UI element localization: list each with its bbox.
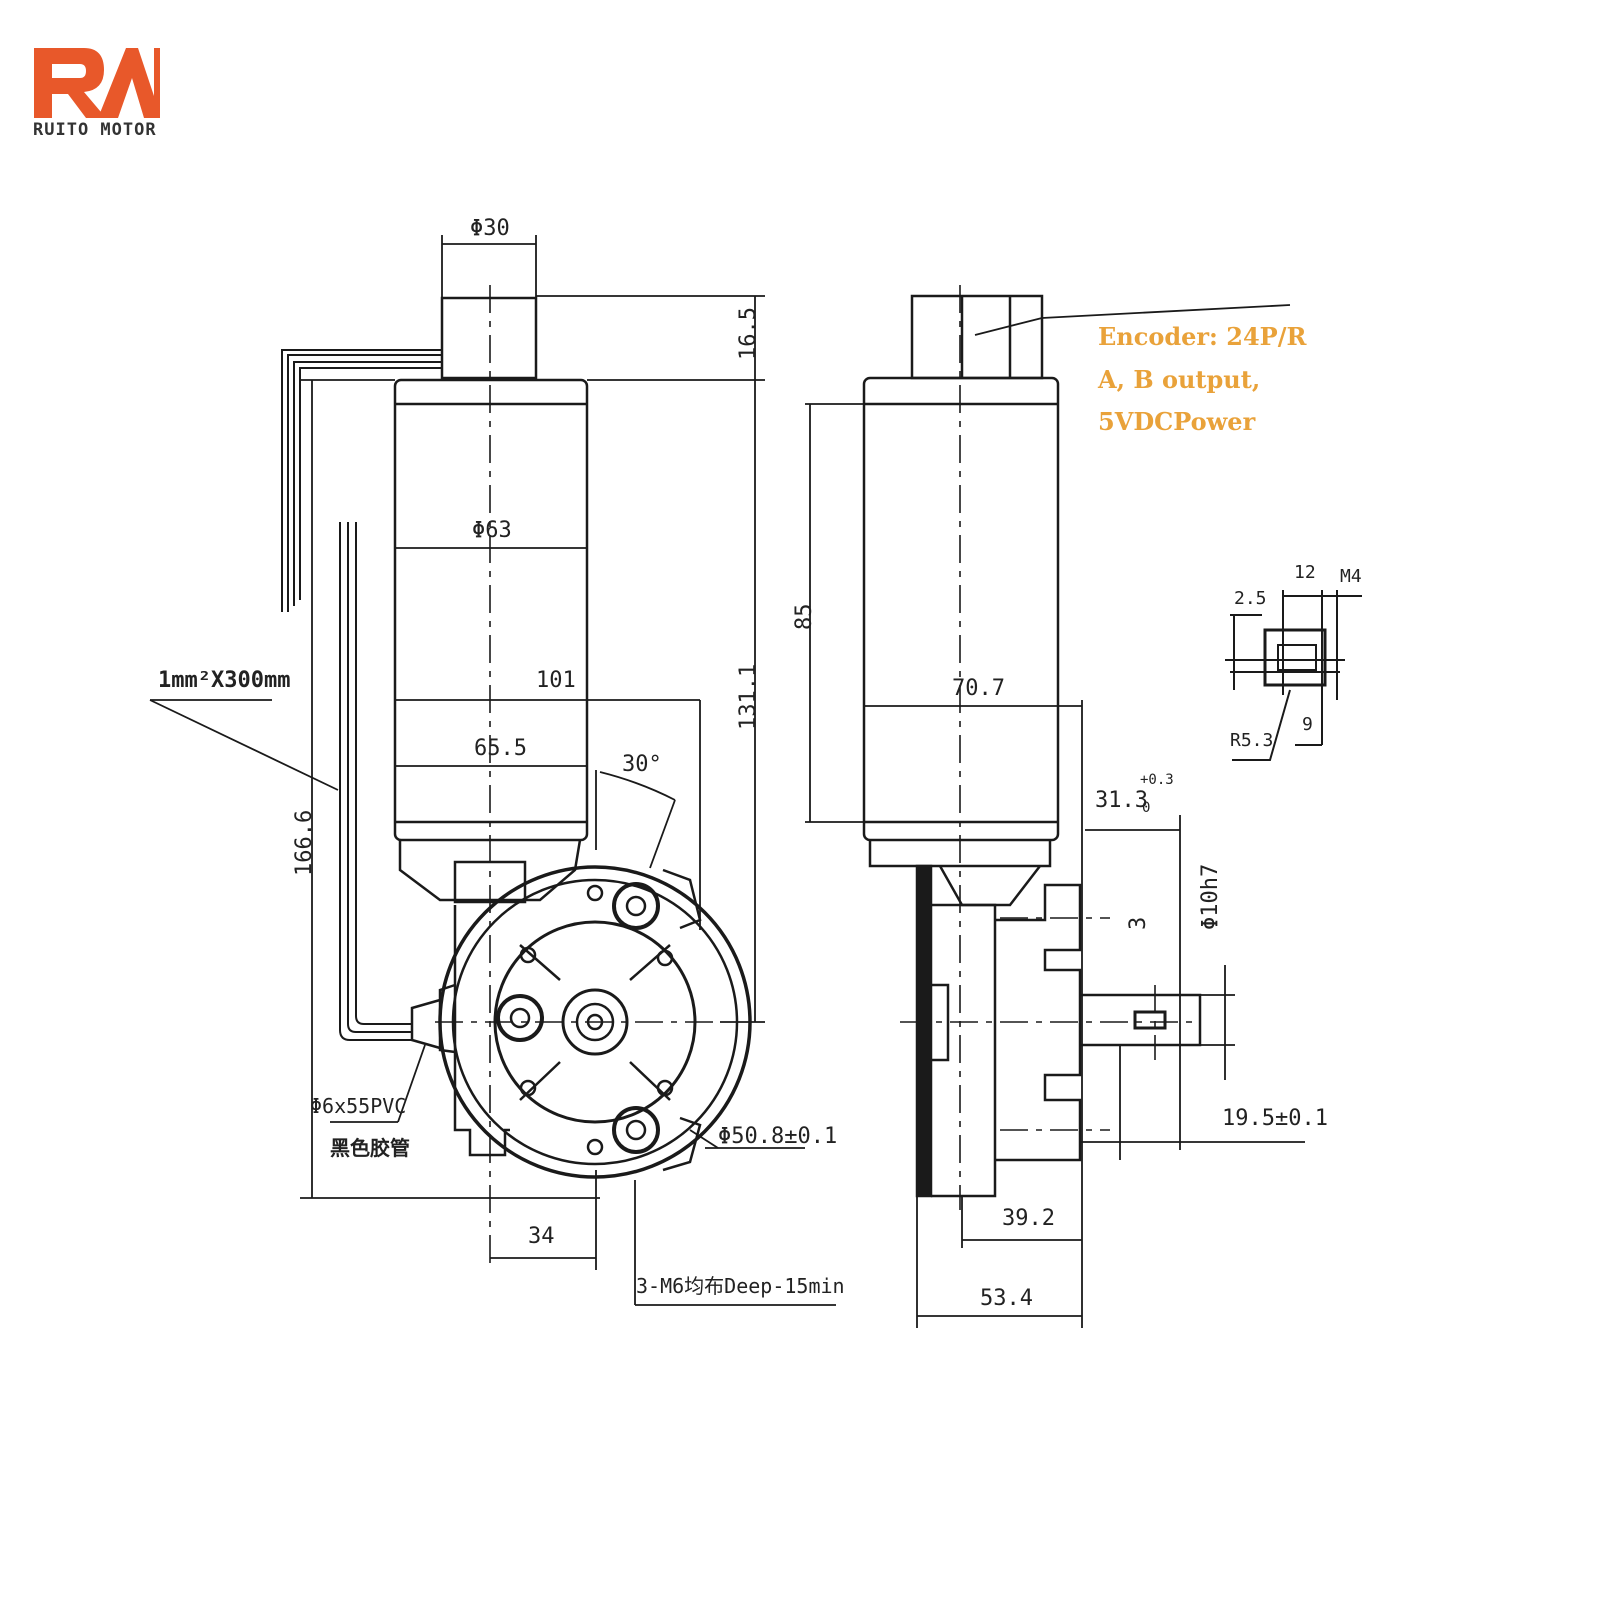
cable-note-label: 黑色胶管 (330, 1136, 410, 1160)
dim-motor-dia: Φ63 (472, 518, 512, 543)
lead-wires-left (281, 349, 442, 1041)
right-view (862, 294, 1202, 1198)
dim-detail-r5-3: R5.3 (1230, 730, 1274, 751)
dim-offset-19-5: 19.5±0.1 (1222, 1106, 1328, 1131)
dim-70-7: 70.7 (952, 676, 1005, 701)
dim-shaft-tol-upper: +0.3 (1140, 772, 1174, 788)
wire-spec-label: 1mm²X300mm (158, 668, 291, 693)
dim-65-5: 65.5 (474, 736, 527, 761)
dim-131-1: 131.1 (736, 663, 761, 730)
gearbox-plate-right (915, 864, 933, 1198)
dim-angle: 30° (622, 752, 662, 777)
dim-detail-12: 12 (1294, 562, 1316, 583)
dim-34: 34 (528, 1224, 555, 1249)
dim-encoder-dia: Φ30 (470, 216, 510, 241)
motor-body-left (393, 378, 589, 842)
dim-53-4: 53.4 (980, 1286, 1033, 1311)
dim-encoder-len: 16.5 (736, 307, 761, 360)
dim-detail-2-5: 2.5 (1234, 588, 1267, 609)
gearbox-housing-left (453, 905, 510, 1157)
dim-166-6: 166.6 (292, 809, 317, 876)
dim-shaft-len: 31.3 (1095, 788, 1148, 813)
encoder-note-line2: A, B output, (1098, 365, 1261, 394)
dim-39-2: 39.2 (1002, 1206, 1055, 1231)
motor-body-right (862, 376, 1060, 842)
dim-shaft-tol-lower: 0 (1142, 800, 1151, 816)
dim-shaft-dia: Φ10h7 (1198, 863, 1223, 930)
brand-logo (34, 48, 160, 118)
cable-spec-label: Φ6x55PVC (310, 1094, 407, 1118)
encoder-note-line3: 5VDCPower (1098, 407, 1256, 436)
dim-detail-m4: M4 (1340, 566, 1362, 587)
logo-m-shape (98, 48, 160, 118)
brand-name: RUITO MOTOR (33, 120, 157, 140)
encoder-cap-left (440, 296, 538, 380)
encoder-cap-right (910, 294, 1044, 380)
dim-85: 85 (792, 603, 817, 631)
logo-r-shape (34, 48, 106, 118)
thread-note-label: 3-M6均布Deep-15min (636, 1274, 845, 1298)
dim-detail-9: 9 (1302, 714, 1313, 735)
dim-flange-dia: Φ50.8±0.1 (718, 1124, 838, 1149)
shaft-detail-view (1225, 590, 1362, 761)
encoder-note-line1: Encoder: 24P/R (1098, 322, 1307, 351)
dim-101: 101 (536, 668, 576, 693)
dim-key-depth: 3 (1126, 916, 1151, 930)
